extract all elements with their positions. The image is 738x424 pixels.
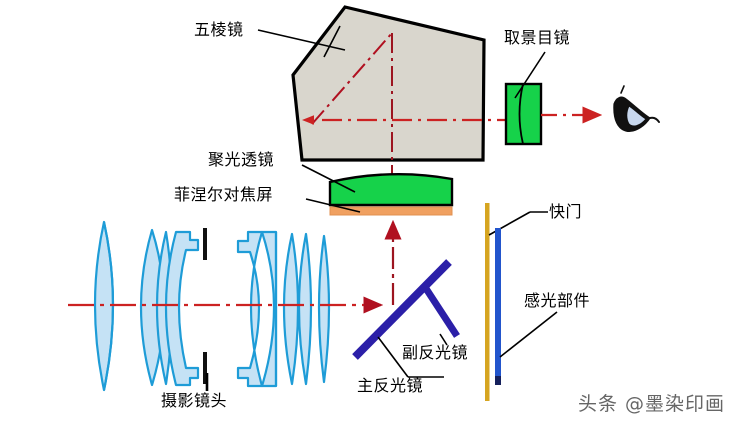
fresnel-focus-screen xyxy=(329,206,453,216)
condenser-lens-leader-line xyxy=(301,164,356,193)
sub-mirror xyxy=(422,285,460,338)
label-fresnel-focus-screen: 菲涅尔对焦屏 xyxy=(174,185,274,204)
photosensor-bar xyxy=(495,228,501,385)
eye-icon xyxy=(613,85,660,132)
main-mirror xyxy=(352,259,452,360)
label-main-mirror: 主反光镜 xyxy=(357,376,424,395)
shutter-bar xyxy=(485,203,490,401)
label-pentaprism: 五棱镜 xyxy=(194,20,244,39)
label-sub-mirror: 副反光镜 xyxy=(402,343,469,362)
label-photosensor: 感光部件 xyxy=(524,291,591,310)
sub-mirror-leader-line xyxy=(439,333,448,346)
watermark-text: 头条 @墨染印画 xyxy=(578,393,726,415)
aperture-diaphragm xyxy=(203,228,207,384)
eyepiece-leader-line xyxy=(514,51,546,99)
fresnel-screen-leader-line xyxy=(305,198,361,213)
prism-internal-rays xyxy=(302,32,506,180)
label-viewfinder-eyepiece: 取景目镜 xyxy=(504,28,571,47)
viewfinder-eyepiece xyxy=(504,82,543,146)
label-condenser-lens: 聚光透镜 xyxy=(208,150,275,169)
photosensor-leader-line xyxy=(499,311,558,358)
label-shutter: 快门 xyxy=(549,202,583,221)
label-photographic-lens: 摄影镜头 xyxy=(161,391,228,410)
condenser-lens xyxy=(328,172,454,207)
main-mirror-leader-line xyxy=(377,336,444,378)
pentaprism-leader-line xyxy=(257,25,346,58)
pentaprism-shape xyxy=(291,5,486,162)
